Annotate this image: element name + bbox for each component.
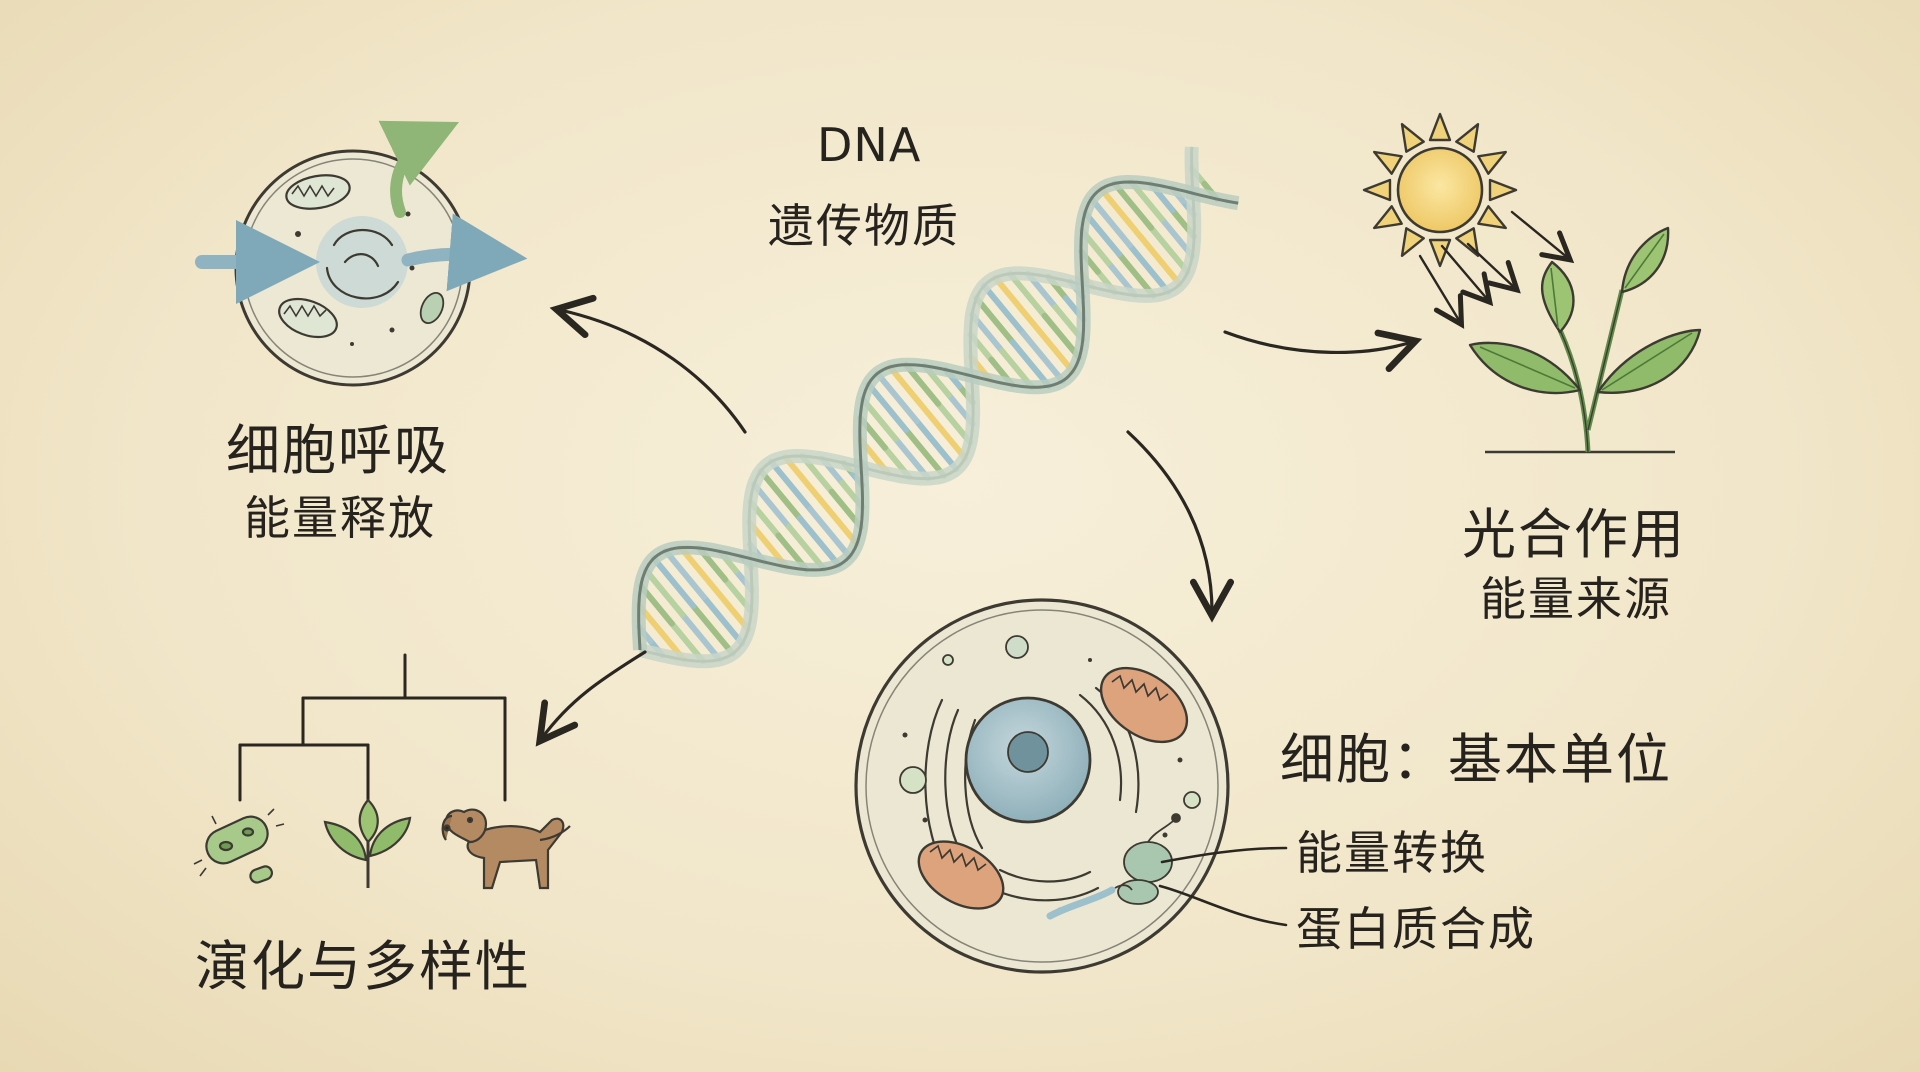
respiration-title: 细胞呼吸: [226, 419, 450, 482]
dna-base-pair: [886, 364, 931, 416]
dna-base-pair: [711, 585, 752, 633]
dna-base-pair: [757, 468, 803, 522]
dna-base-pair: [992, 274, 1037, 328]
dna-strand-a-fill: [638, 146, 1202, 669]
dna-base-pair: [981, 282, 1027, 337]
dna-base-pair: [1116, 251, 1157, 299]
dna-base-pair: [796, 515, 842, 569]
dna-base-pair: [662, 547, 707, 601]
dna-base-pair: [1098, 185, 1144, 240]
dna-base-pair: [700, 594, 746, 647]
sprout-icon: [323, 798, 412, 888]
dog-icon: [441, 808, 571, 890]
dna-base-pair: [1137, 233, 1183, 288]
dna-base-pair: [768, 458, 814, 513]
dna-base-pair: [786, 523, 828, 573]
sun-ray: [1362, 178, 1392, 202]
photosynthesis-title: 光合作用: [1462, 503, 1686, 566]
dna-base-pair: [1088, 195, 1133, 249]
dna-base-pair: [1148, 224, 1191, 276]
sun-ray: [1477, 205, 1508, 230]
dna-subtitle: 遗传物质: [768, 199, 960, 253]
sun-ray: [1372, 150, 1403, 175]
dna-title: DNA: [817, 118, 922, 172]
sun-ray: [1428, 238, 1452, 268]
evolution-title: 演化与多样性: [195, 935, 531, 998]
phylogenetic-tree: [238, 653, 507, 802]
sun-ray: [1488, 178, 1518, 202]
animal-cell-icon: [854, 598, 1230, 974]
arrow-dna-to-cell: [1126, 430, 1235, 623]
arrow-dna-to-respiration: [549, 294, 747, 434]
cell-label-protein: 蛋白质合成: [1296, 902, 1536, 956]
sun-ray: [1372, 205, 1403, 230]
dna-strand-b: [637, 180, 1239, 651]
cell-title: 细胞：基本单位: [1280, 728, 1672, 791]
energy-out-arrow: [401, 213, 528, 292]
dna-base-pair: [973, 295, 1016, 346]
dna-base-pair: [1111, 180, 1155, 231]
dna-base-pair: [903, 427, 947, 479]
dna-base-pair: [865, 381, 910, 434]
sunlight-arrows: [1418, 210, 1575, 329]
arrow-dna-to-photosynthesis: [1223, 329, 1423, 373]
sun-icon: [1362, 112, 1518, 268]
dna-base-pair: [874, 370, 920, 425]
sun-ray: [1400, 227, 1425, 258]
dna-helix: [631, 146, 1240, 669]
photosynthesis-subtitle: 能量来源: [1480, 572, 1672, 626]
arrow-dna-to-evolution: [535, 650, 647, 747]
sun-ray: [1428, 112, 1452, 142]
cell-label-energy: 能量转换: [1296, 826, 1488, 880]
sun-ray: [1400, 122, 1425, 153]
dna-base-pair: [1082, 209, 1123, 258]
dna-base-pair: [690, 603, 736, 657]
dna-base-pair: [1031, 321, 1076, 375]
sun-ray: [1477, 150, 1508, 175]
dna-base-pair: [782, 454, 824, 504]
dna-base-pair: [679, 611, 723, 663]
respiration-cell-icon: [195, 120, 528, 387]
dna-base-pair: [751, 481, 793, 530]
dna-base-pair: [1007, 270, 1048, 319]
sun-ray: [1455, 122, 1480, 153]
plant-icon: [1468, 226, 1702, 454]
dna-base-pair: [1009, 339, 1052, 389]
cell-label-leaders: [1158, 846, 1288, 927]
dna-base-pair: [1126, 242, 1172, 295]
respiration-subtitle: 能量释放: [244, 491, 436, 545]
dna-base-pair: [818, 497, 860, 547]
gas-out-arrow: [378, 120, 460, 218]
dna-base-pair: [807, 506, 853, 560]
dna-base-pair: [913, 418, 960, 473]
dna-base-pair: [1041, 312, 1083, 361]
dna-base-pair: [1020, 330, 1066, 384]
dna-base-pair: [924, 409, 969, 461]
dna-base-pair: [642, 567, 686, 618]
bacterium-icon: [193, 808, 285, 884]
dna-base-pair: [650, 555, 697, 609]
relation-arrows: [535, 294, 1423, 747]
